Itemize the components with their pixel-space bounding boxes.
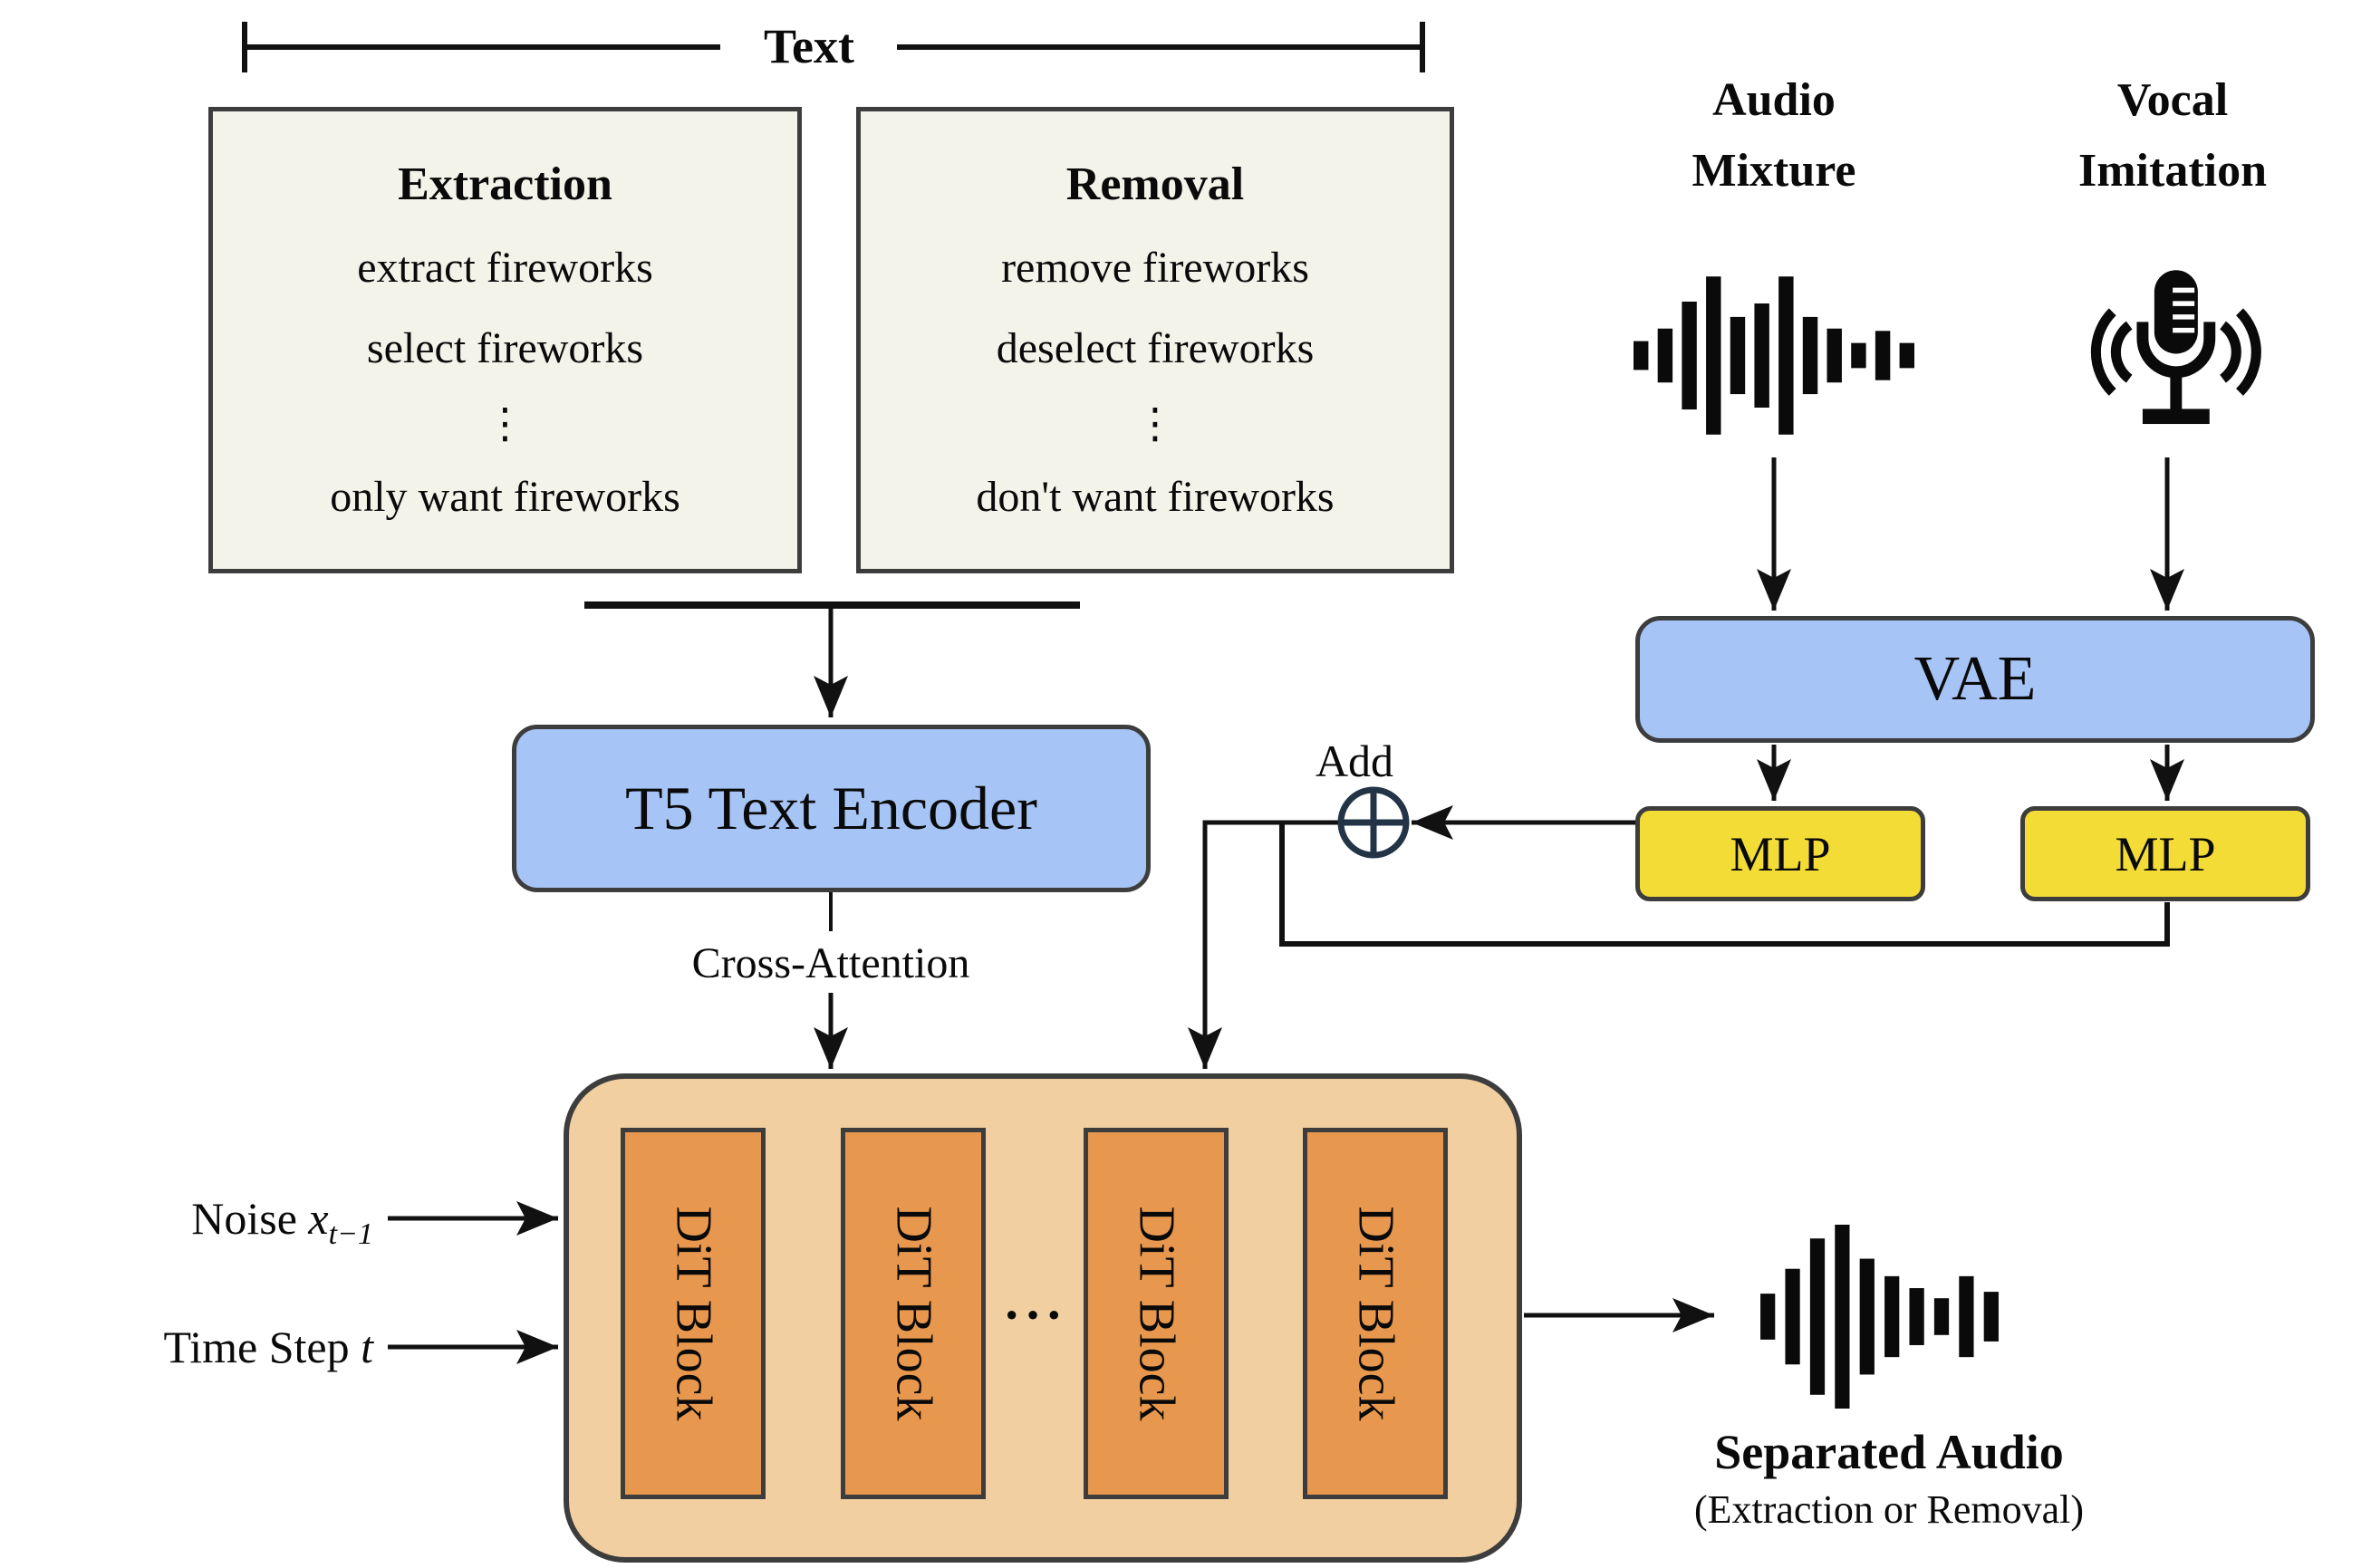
dit-block-3: DiT Block (1084, 1128, 1229, 1499)
cross-attention-label: Cross-Attention (691, 939, 970, 987)
dit-block-1: DiT Block (621, 1128, 766, 1499)
separated-audio-sublabel: (Extraction or Removal) (1693, 1487, 2085, 1532)
vae-label: VAE (1913, 644, 2037, 714)
route-mlp-right-to-add (1279, 824, 2170, 947)
prompt-item: remove fireworks (1001, 243, 1309, 292)
waveform-icon (1760, 1225, 1999, 1409)
prompt-item: don't want fireworks (976, 472, 1335, 521)
dit-block-2: DiT Block (841, 1128, 986, 1499)
mlp-box-mixture: MLP (1635, 806, 1925, 901)
prompt-item: only want fireworks (330, 472, 680, 521)
text-group-label: Text (763, 19, 854, 73)
prompt-item: deselect fireworks (996, 324, 1315, 373)
vertical-ellipsis: ⋮ (1134, 398, 1176, 447)
t5-label: T5 Text Encoder (625, 774, 1037, 842)
mlp-box-imitation: MLP (2020, 806, 2310, 901)
microphone-icon (2090, 270, 2261, 425)
waveform-icon (1634, 276, 1914, 435)
prompt-item: select fireworks (366, 324, 644, 373)
separated-audio-label: Separated Audio (1714, 1425, 2064, 1479)
extraction-title: Extraction (398, 159, 612, 211)
prompt-item: extract fireworks (357, 243, 653, 292)
dit-block-4: DiT Block (1303, 1128, 1448, 1499)
timestep-input-label: Time Step t (163, 1322, 373, 1372)
vocal-imitation-label: Vocal Imitation (2078, 74, 2267, 197)
mlp-label: MLP (1730, 826, 1831, 881)
removal-title: Removal (1065, 159, 1245, 211)
t5-text-encoder-box: T5 Text Encoder (512, 725, 1151, 892)
audio-mixture-label: Audio Mixture (1692, 74, 1856, 197)
noise-input-label: Noise xt−1 (191, 1193, 373, 1251)
circled-plus-icon (1337, 786, 1410, 859)
vae-box: VAE (1635, 616, 2315, 743)
removal-prompt-box: Removal remove fireworks deselect firewo… (856, 107, 1454, 573)
mlp-label: MLP (2115, 826, 2216, 881)
route-add-to-dit (1188, 820, 1341, 1069)
dit-ellipsis: ··· (1002, 1285, 1067, 1344)
extraction-prompt-box: Extraction extract fireworks select fire… (208, 107, 802, 573)
add-label: Add (1315, 736, 1394, 786)
vertical-ellipsis: ⋮ (484, 398, 526, 447)
